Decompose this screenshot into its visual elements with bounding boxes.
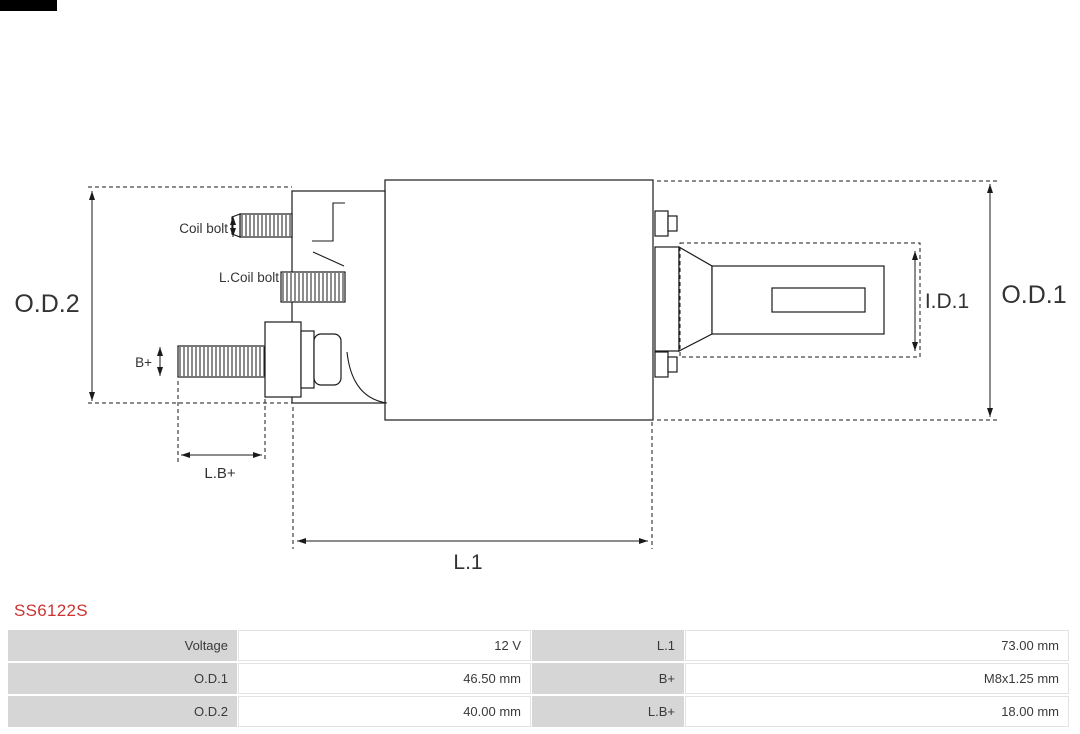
bplus-cap xyxy=(313,333,342,386)
bracket-diagonal-detail xyxy=(312,251,345,267)
terminal-bottom-cap xyxy=(667,356,678,373)
plunger-taper xyxy=(678,245,713,352)
spec-value-lbplus: 18.00 mm xyxy=(685,696,1069,727)
spec-label-lbplus: L.B+ xyxy=(532,696,684,727)
dim-label-id1: I.D.1 xyxy=(925,290,969,313)
spec-label-l1: L.1 xyxy=(532,630,684,661)
spec-value-od1: 46.50 mm xyxy=(238,663,531,694)
id1-ref-box xyxy=(679,242,921,358)
spec-label-bplus: B+ xyxy=(532,663,684,694)
spec-label-voltage: Voltage xyxy=(8,630,237,661)
bushing-threads xyxy=(282,273,344,301)
top-left-marker xyxy=(0,0,57,11)
terminal-bottom xyxy=(654,351,669,378)
solenoid-diagram: O.D.2 O.D.1 I.D.1 L.1 L.B+ Coil bolt L.C… xyxy=(14,179,1067,574)
bracket-step-detail xyxy=(312,202,345,242)
dim-label-bplus: B+ xyxy=(135,355,152,370)
dim-label-lcoil-bolt: L.Coil bolt xyxy=(219,270,279,285)
spec-value-voltage: 12 V xyxy=(238,630,531,661)
bplus-washer xyxy=(300,330,315,389)
coil-bolt-threads xyxy=(241,215,291,236)
plunger-cap xyxy=(654,246,680,352)
dim-label-coil-bolt: Coil bolt xyxy=(179,221,228,236)
spec-value-bplus: M8x1.25 mm xyxy=(685,663,1069,694)
spec-label-od1: O.D.1 xyxy=(8,663,237,694)
bplus-nut xyxy=(264,321,302,398)
terminal-top-cap xyxy=(667,215,678,232)
spec-value-l1: 73.00 mm xyxy=(685,630,1069,661)
bracket-fillet xyxy=(346,351,388,404)
dim-label-od2: O.D.2 xyxy=(14,290,79,318)
solenoid-body xyxy=(384,179,654,421)
plunger-slot xyxy=(771,287,866,313)
dim-label-l1: L.1 xyxy=(453,551,482,574)
spec-value-od2: 40.00 mm xyxy=(238,696,531,727)
spec-label-od2: O.D.2 xyxy=(8,696,237,727)
bplus-threads xyxy=(179,347,265,376)
spec-table: Voltage 12 V L.1 73.00 mm O.D.1 46.50 mm… xyxy=(8,630,1069,727)
part-number-title: SS6122S xyxy=(14,601,88,620)
terminal-top xyxy=(654,210,669,237)
coil-bolt-bushing xyxy=(280,271,346,303)
dim-label-lbplus: L.B+ xyxy=(204,465,236,482)
dim-label-od1: O.D.1 xyxy=(1001,281,1066,309)
